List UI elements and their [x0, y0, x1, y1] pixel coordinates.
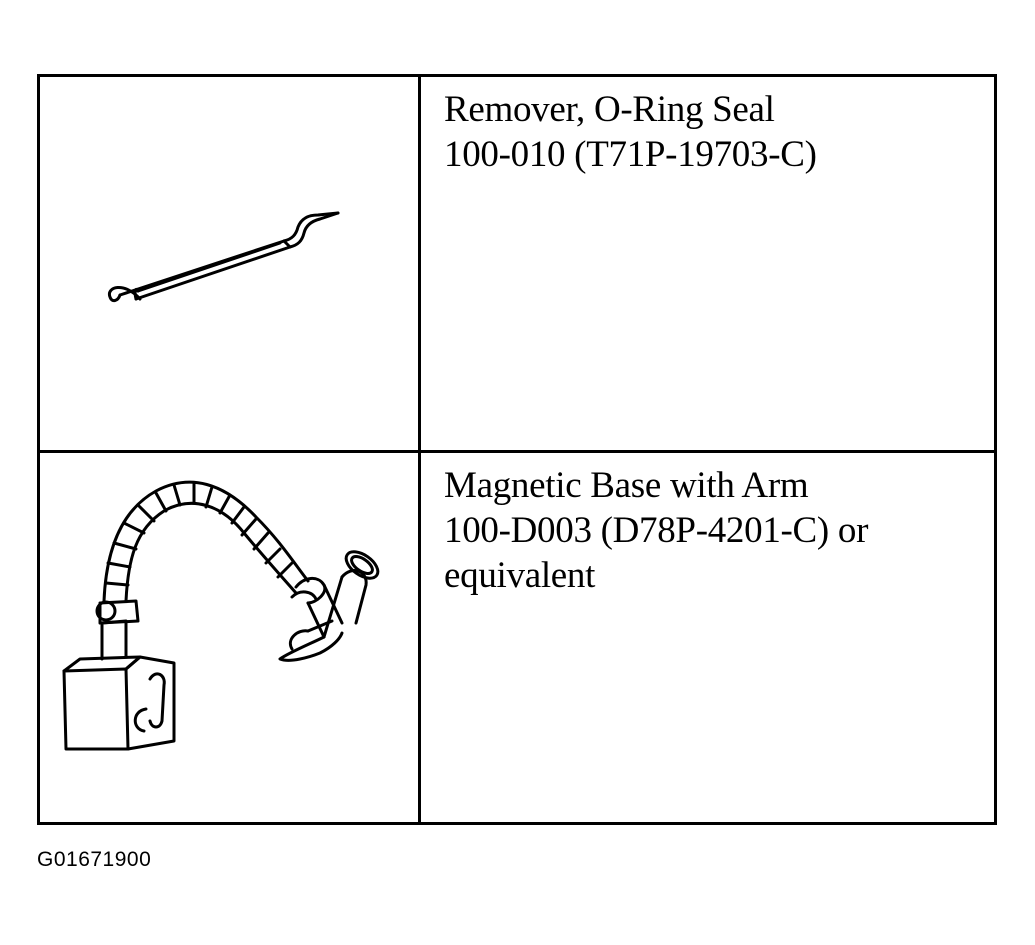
- tool-part-number: 100-010 (T71P-19703-C): [444, 134, 817, 175]
- tool-row-magnetic-base: Magnetic Base with Arm 100-D003 (D78P-42…: [40, 453, 994, 825]
- tool-row-o-ring-remover: Remover, O-Ring Seal 100-010 (T71P-19703…: [40, 77, 994, 453]
- tool-extra-note: equivalent: [444, 555, 596, 596]
- figure-id: G01671900: [37, 848, 152, 871]
- tool-description-cell: Magnetic Base with Arm 100-D003 (D78P-42…: [424, 453, 994, 825]
- tool-description-cell: Remover, O-Ring Seal 100-010 (T71P-19703…: [424, 77, 994, 450]
- tool-name: Magnetic Base with Arm: [444, 465, 809, 506]
- tool-name: Remover, O-Ring Seal: [444, 89, 775, 130]
- tool-illustration-cell: [40, 77, 421, 450]
- o-ring-remover-icon: [107, 211, 340, 303]
- tool-table: Remover, O-Ring Seal 100-010 (T71P-19703…: [37, 74, 997, 825]
- tool-part-number: 100-D003 (D78P-4201-C) or: [444, 510, 869, 551]
- magnetic-base-arm-icon: [62, 480, 380, 751]
- tool-illustration-cell: [40, 453, 421, 825]
